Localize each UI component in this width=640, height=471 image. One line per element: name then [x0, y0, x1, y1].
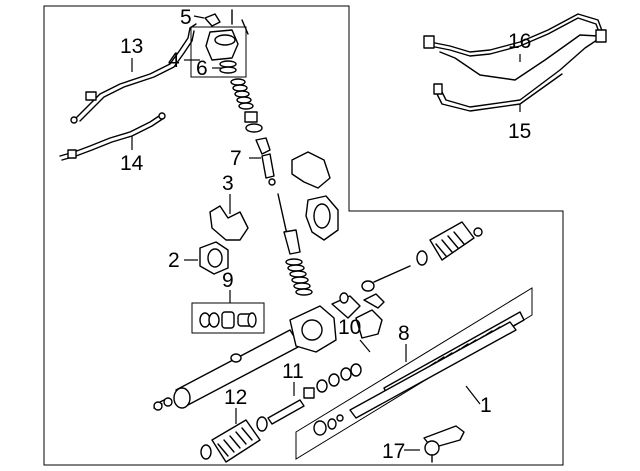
callout-1: 1 [480, 394, 492, 417]
callout-3: 3 [222, 172, 234, 195]
right-boot [339, 221, 483, 304]
callout-5: 5 [180, 6, 192, 29]
callout-7: 7 [230, 147, 242, 170]
bushing-2 [199, 241, 229, 275]
pinion-shaft-stack [230, 78, 313, 296]
return-line-14 [59, 112, 166, 161]
callout-16: 16 [508, 30, 531, 53]
callout-12: 12 [224, 386, 247, 409]
callout-2: 2 [168, 249, 180, 272]
main-frame [43, 5, 564, 466]
return-line-13 [70, 23, 197, 124]
pressure-lines-assembly [423, 13, 607, 112]
callout-6: 6 [196, 57, 208, 80]
callout-10: 10 [338, 316, 361, 339]
seal-kit-9 [191, 302, 265, 334]
callout-11: 11 [282, 360, 304, 383]
rack-housing [153, 295, 361, 411]
callout-4: 4 [168, 49, 180, 72]
callout-14: 14 [120, 152, 144, 175]
left-boot-12 [200, 416, 268, 463]
mount-brackets [209, 151, 339, 241]
rack-bar-1 [313, 321, 517, 436]
tie-rod-end-17 [423, 425, 465, 463]
callout-13: 13 [120, 35, 143, 58]
callout-8: 8 [398, 322, 410, 345]
callout-17: 17 [382, 440, 405, 463]
clip-10 [355, 293, 385, 339]
callout-15: 15 [508, 120, 531, 143]
leader-lines [131, 15, 521, 451]
valve-housing-group [190, 9, 249, 78]
inner-kit-frame [295, 287, 533, 460]
inner-tie-rod-11 [267, 363, 362, 425]
callout-9: 9 [222, 269, 234, 292]
